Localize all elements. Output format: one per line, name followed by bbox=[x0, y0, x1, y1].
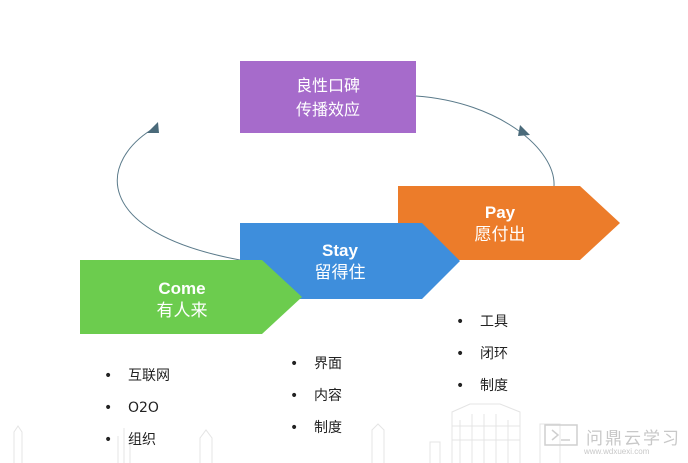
stage-stay-items: 界面 内容 制度 bbox=[290, 354, 342, 450]
stage-stay-arrow bbox=[240, 223, 460, 299]
list-item: 内容 bbox=[290, 386, 342, 418]
stage-come-items: 互联网 O2O 组织 bbox=[104, 366, 170, 462]
list-item: 界面 bbox=[290, 354, 342, 386]
loop-arrowhead-left bbox=[147, 122, 159, 133]
top-box-label: 良性口碑 传播效应 bbox=[240, 74, 416, 122]
list-item: 互联网 bbox=[104, 366, 170, 398]
stage-come-label: Come 有人来 bbox=[128, 278, 236, 322]
stage-pay-arrow bbox=[398, 186, 620, 260]
watermark-skyline bbox=[13, 403, 561, 463]
loop-right-arc bbox=[415, 95, 555, 187]
loop-left-arc bbox=[116, 126, 241, 261]
stage-stay-subtitle: 留得住 bbox=[314, 263, 366, 283]
watermark-logo-icon bbox=[544, 424, 578, 446]
stage-pay-label: Pay 愿付出 bbox=[448, 202, 552, 246]
stage-come-arrow bbox=[80, 260, 302, 334]
watermark-url: www.wdxuexi.com bbox=[584, 447, 650, 456]
list-item: O2O bbox=[104, 398, 170, 430]
stage-come-title: Come bbox=[158, 279, 206, 298]
stage-pay-subtitle: 愿付出 bbox=[474, 225, 526, 245]
stage-come-subtitle: 有人来 bbox=[156, 301, 208, 321]
list-item: 制度 bbox=[290, 418, 342, 450]
list-item: 闭环 bbox=[456, 344, 508, 376]
top-box-line1: 良性口碑 bbox=[295, 76, 360, 95]
list-item: 工具 bbox=[456, 312, 508, 344]
stage-pay-items: 工具 闭环 制度 bbox=[456, 312, 508, 408]
list-item: 组织 bbox=[104, 430, 170, 462]
loop-arrowhead-right bbox=[518, 125, 530, 136]
stage-stay-title: Stay bbox=[322, 241, 358, 260]
stage-stay-label: Stay 留得住 bbox=[290, 240, 390, 284]
top-box bbox=[240, 61, 416, 133]
stage-pay-title: Pay bbox=[484, 203, 516, 222]
top-box-line2: 传播效应 bbox=[295, 100, 360, 119]
list-item: 制度 bbox=[456, 376, 508, 408]
watermark-text: 问鼎云学习 bbox=[586, 429, 681, 449]
